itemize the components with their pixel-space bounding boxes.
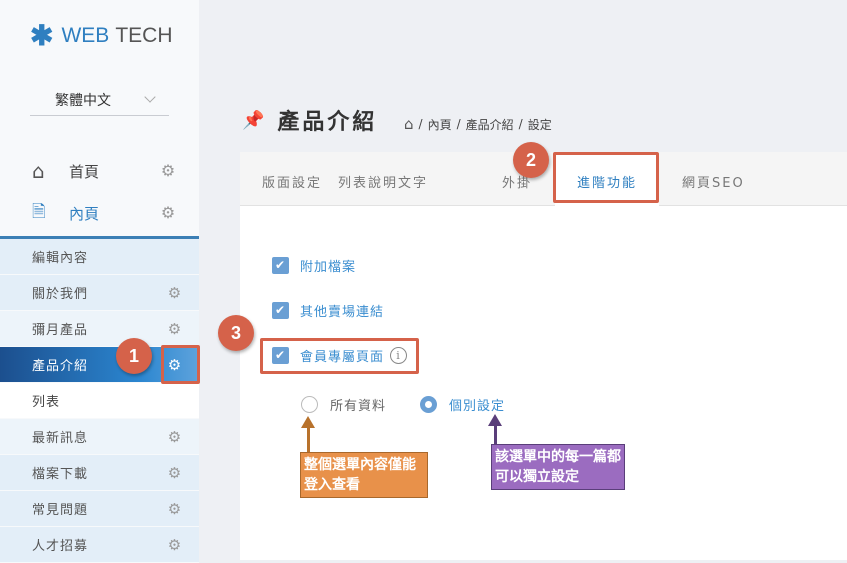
checkbox-attach-files[interactable]: ✔附加檔案 xyxy=(272,256,356,275)
radio-individual[interactable]: 個別設定 xyxy=(420,395,505,414)
gear-icon[interactable]: ⚙ xyxy=(167,500,183,518)
tab-layout[interactable]: 版面設定 xyxy=(262,176,323,191)
gear-icon[interactable]: ⚙ xyxy=(160,161,176,180)
gear-icon[interactable]: ⚙ xyxy=(167,356,183,374)
submenu-item-about[interactable]: 關於我們⚙ xyxy=(0,275,199,311)
submenu-item-list[interactable]: 列表 xyxy=(0,383,199,419)
pin-icon: 📌 xyxy=(242,109,268,131)
tab-bar: 版面設定 列表說明文字 外掛 進階功能 網頁SEO xyxy=(240,152,847,206)
submenu-item-downloads[interactable]: 檔案下載⚙ xyxy=(0,455,199,491)
submenu-item-news[interactable]: 最新訊息⚙ xyxy=(0,419,199,455)
breadcrumb: ⌂/ 內頁/ 產品介紹/ 設定 xyxy=(404,115,552,133)
arrow-up-icon xyxy=(301,416,315,452)
highlight-gear xyxy=(161,345,200,384)
tab-advanced[interactable]: 進階功能 xyxy=(555,152,660,206)
check-icon: ✔ xyxy=(272,347,289,364)
radio-all-data[interactable]: 所有資料 xyxy=(301,395,386,414)
radio-empty-icon xyxy=(301,396,318,413)
submenu: 編輯內容 關於我們⚙ 彌月產品⚙ 產品介紹⚙ 列表 最新訊息⚙ 檔案下載⚙ 常見… xyxy=(0,236,199,563)
home-icon: ⌂ xyxy=(32,159,45,183)
step-badge-2: 2 xyxy=(513,142,549,178)
nav-home[interactable]: ⌂ 首頁 ⚙ xyxy=(32,159,176,183)
tab-plugins[interactable]: 外掛 xyxy=(502,176,533,191)
step-badge-1: 1 xyxy=(116,338,152,374)
gear-icon[interactable]: ⚙ xyxy=(167,536,183,554)
gear-icon[interactable]: ⚙ xyxy=(160,203,176,222)
settings-panel: 版面設定 列表說明文字 外掛 進階功能 網頁SEO xyxy=(240,152,847,560)
gear-icon[interactable]: ⚙ xyxy=(167,464,183,482)
note-all-data: 整個選單內容僅能登入查看 xyxy=(300,452,428,498)
step-badge-3: 3 xyxy=(218,315,254,351)
page-title: 📌產品介紹 xyxy=(242,109,378,136)
language-select[interactable]: 繁體中文 xyxy=(30,86,169,116)
document-icon: 🗎 xyxy=(32,201,46,222)
asterisk-logo-icon: ✱ xyxy=(30,20,54,51)
note-individual: 該選單中的每一篇都可以獨立設定 xyxy=(491,444,625,490)
highlight-tab-advanced xyxy=(553,152,659,203)
nav-inner-page[interactable]: 🗎 內頁 ⚙ xyxy=(32,200,192,226)
gear-icon[interactable]: ⚙ xyxy=(167,284,183,302)
radio-selected-icon xyxy=(420,396,437,413)
check-icon: ✔ xyxy=(272,257,289,274)
highlight-member-only xyxy=(260,338,419,374)
submenu-item-careers[interactable]: 人才招募⚙ xyxy=(0,527,199,563)
gear-icon[interactable]: ⚙ xyxy=(167,428,183,446)
home-icon[interactable]: ⌂ xyxy=(404,115,414,133)
checkbox-other-store-links[interactable]: ✔其他賣場連結 xyxy=(272,301,384,320)
submenu-item-products[interactable]: 產品介紹⚙ xyxy=(0,347,199,383)
arrow-up-icon xyxy=(488,414,502,446)
submenu-item-edit[interactable]: 編輯內容 xyxy=(0,239,199,275)
tab-seo[interactable]: 網頁SEO xyxy=(682,176,745,191)
check-icon: ✔ xyxy=(272,302,289,319)
chevron-down-icon xyxy=(144,91,156,103)
tab-list-description[interactable]: 列表說明文字 xyxy=(338,176,429,191)
submenu-item-faq[interactable]: 常見問題⚙ xyxy=(0,491,199,527)
submenu-item-baby-products[interactable]: 彌月產品⚙ xyxy=(0,311,199,347)
info-icon[interactable]: i xyxy=(390,347,408,364)
gear-icon[interactable]: ⚙ xyxy=(167,320,183,338)
